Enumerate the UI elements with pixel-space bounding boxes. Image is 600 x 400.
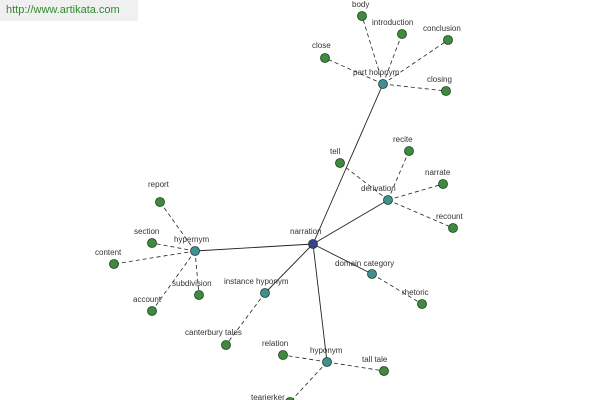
leaf-label-close[interactable]: close [312,41,331,50]
edge-hyponym-to-tall-tale [326,361,385,372]
relation-label-derivation[interactable]: derivation [361,184,396,193]
edge-narration-to-hyponym [312,243,328,363]
edge-hypernym-to-subdivision [194,250,200,296]
leaf-node-recite[interactable] [404,146,414,156]
leaf-node-narrate[interactable] [438,179,448,189]
root-node-narration[interactable] [308,239,318,249]
leaf-node-body[interactable] [357,11,367,21]
leaf-label-conclusion[interactable]: conclusion [423,24,461,33]
leaf-node-account[interactable] [147,306,157,316]
leaf-label-content[interactable]: content [95,248,122,257]
leaf-node-recount[interactable] [448,223,458,233]
edge-domain-category-to-rhetoric [371,273,423,305]
relation-node-derivation[interactable] [383,195,393,205]
relation-label-hypernym[interactable]: hypernym [174,235,209,244]
leaf-label-recite[interactable]: recite [393,135,413,144]
leaf-node-tall-tale[interactable] [379,366,389,376]
edge-derivation-to-tell [339,162,389,201]
edge-hypernym-to-report [159,201,196,252]
leaf-label-relation[interactable]: relation [262,339,288,348]
leaf-label-introduction[interactable]: introduction [372,18,413,27]
relation-node-domain-category[interactable] [367,269,377,279]
edge-derivation-to-narrate [387,183,444,201]
leaf-node-introduction[interactable] [397,29,407,39]
edge-narration-to-derivation [312,199,389,245]
relation-node-hypernym[interactable] [190,246,200,256]
edge-part-holonym-to-introduction [382,33,403,85]
edge-instance-hyponym-to-canterbury-tales [225,292,266,346]
edge-part-holonym-to-conclusion [382,39,449,85]
edge-hypernym-to-account [151,250,196,312]
leaf-node-conclusion[interactable] [443,35,453,45]
edge-derivation-to-recite [387,150,410,201]
leaf-label-narrate[interactable]: narrate [425,168,451,177]
leaf-node-closing[interactable] [441,86,451,96]
leaf-label-tall-tale[interactable]: tall tale [362,355,388,364]
relation-node-instance-hyponym[interactable] [260,288,270,298]
relation-node-hyponym[interactable] [322,357,332,367]
leaf-label-tell[interactable]: tell [330,147,340,156]
edge-narration-to-hypernym [194,243,314,252]
edge-narration-to-domain-category [312,243,373,275]
edge-part-holonym-to-body [361,15,384,85]
leaf-label-report[interactable]: report [148,180,170,189]
leaf-node-close[interactable] [320,53,330,63]
graph-edges [113,15,454,400]
leaf-label-tearjerker[interactable]: tearjerker [251,393,285,400]
leaf-label-subdivision[interactable]: subdivision [172,279,212,288]
root-label-narration[interactable]: narration [290,227,322,236]
source-url-banner[interactable]: http://www.artikata.com [0,0,138,21]
leaf-label-canterbury-tales[interactable]: canterbury tales [185,328,242,337]
leaf-node-canterbury-tales[interactable] [221,340,231,350]
leaf-label-rhetoric[interactable]: rhetoric [402,288,429,297]
edge-hypernym-to-content [113,250,196,265]
leaf-node-content[interactable] [109,259,119,269]
leaf-label-body[interactable]: body [352,0,369,9]
leaf-node-rhetoric[interactable] [417,299,427,309]
edge-derivation-to-recount [387,199,454,229]
graph-nodes [109,11,458,400]
relation-label-part-holonym[interactable]: part holonym [353,68,400,77]
leaf-label-recount[interactable]: recount [436,212,463,221]
relation-label-instance-hyponym[interactable]: instance hyponym [224,277,289,286]
edge-hypernym-to-section [151,242,196,252]
leaf-label-account[interactable]: account [133,295,162,304]
leaf-label-section[interactable]: section [134,227,159,236]
edge-hyponym-to-tearjerker [291,361,328,400]
leaf-node-tell[interactable] [335,158,345,168]
relation-label-domain-category[interactable]: domain category [335,259,394,268]
relation-node-part-holonym[interactable] [378,79,388,89]
graph-labels: report section content account subdivision hy… [95,0,463,400]
edge-part-holonym-to-closing [382,83,447,92]
leaf-label-closing[interactable]: closing [427,75,452,84]
leaf-node-section[interactable] [147,238,157,248]
leaf-node-subdivision[interactable] [194,290,204,300]
leaf-node-relation[interactable] [278,350,288,360]
leaf-node-tearjerker[interactable] [285,397,295,400]
edge-narration-to-part-holonym [312,83,384,245]
leaf-node-report[interactable] [155,197,165,207]
relation-label-hyponym[interactable]: hyponym [310,346,343,355]
edge-narration-to-instance-hyponym [264,243,314,294]
edge-part-holonym-to-close [324,57,384,85]
edge-hyponym-to-relation [282,354,328,363]
